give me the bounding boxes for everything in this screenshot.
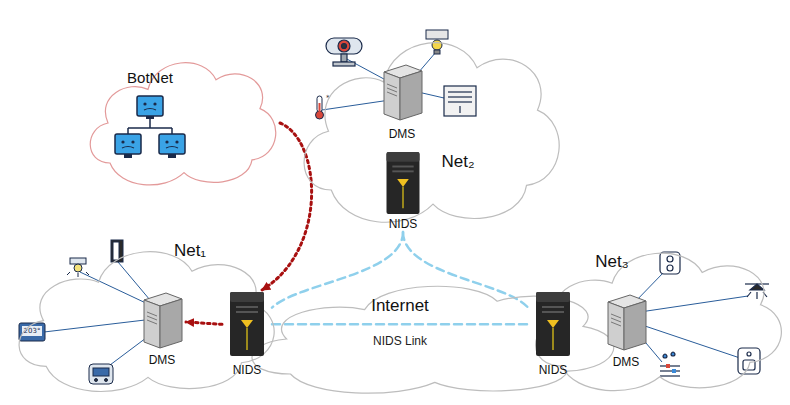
cloud-outline xyxy=(290,2,565,237)
nids-icon xyxy=(528,290,578,362)
nids-link xyxy=(272,323,528,326)
nids-icon xyxy=(378,150,428,216)
network-cloud: Net₁ DMS NIDS xyxy=(5,220,280,403)
link-label: NIDS Link xyxy=(371,334,429,348)
server-label: DMS xyxy=(613,356,640,370)
door-icon xyxy=(111,240,123,262)
device-wires xyxy=(44,52,748,368)
nids-server: NIDS xyxy=(528,290,578,378)
cloud-outline xyxy=(80,35,280,195)
network-name: BotNet xyxy=(127,69,173,86)
server-label: NIDS xyxy=(389,218,418,232)
attack-arrow xyxy=(262,123,312,290)
dms-server: DMS xyxy=(138,290,186,368)
server-label: NIDS xyxy=(539,364,568,378)
light-switch-icon xyxy=(426,30,448,54)
botnet-cloud: BotNet xyxy=(80,35,280,195)
network-name: Internet xyxy=(371,296,429,316)
network-name: Net₂ xyxy=(441,152,474,172)
gauge-icon xyxy=(89,364,113,384)
botnet-icon xyxy=(115,96,185,158)
ceiling-lamp-icon xyxy=(745,284,769,299)
nids-icon xyxy=(222,290,272,362)
attack-arrow xyxy=(186,322,222,324)
server-label: DMS xyxy=(389,128,416,142)
server-icon xyxy=(138,290,186,352)
gate-icon xyxy=(444,86,476,116)
thermometer-icon: * xyxy=(316,94,331,119)
lamp-icon xyxy=(67,258,89,277)
server-icon xyxy=(602,292,650,354)
dms-server: DMS xyxy=(602,292,650,370)
network-name: Net₁ xyxy=(174,241,206,261)
nids-server: NIDS xyxy=(378,150,428,232)
network-name: Net₃ xyxy=(595,252,628,272)
server-label: DMS xyxy=(149,354,176,368)
nids-server: NIDS xyxy=(222,290,272,378)
server-label: NIDS xyxy=(233,364,262,378)
network-cloud: Net₃ NIDS DMS xyxy=(522,222,787,402)
server-icon xyxy=(378,62,426,126)
dms-server: DMS xyxy=(378,62,426,142)
network-cloud: Net₂ DMS NIDS xyxy=(290,2,565,237)
webcam-icon xyxy=(326,38,362,66)
sprinkler-icon xyxy=(660,352,680,376)
